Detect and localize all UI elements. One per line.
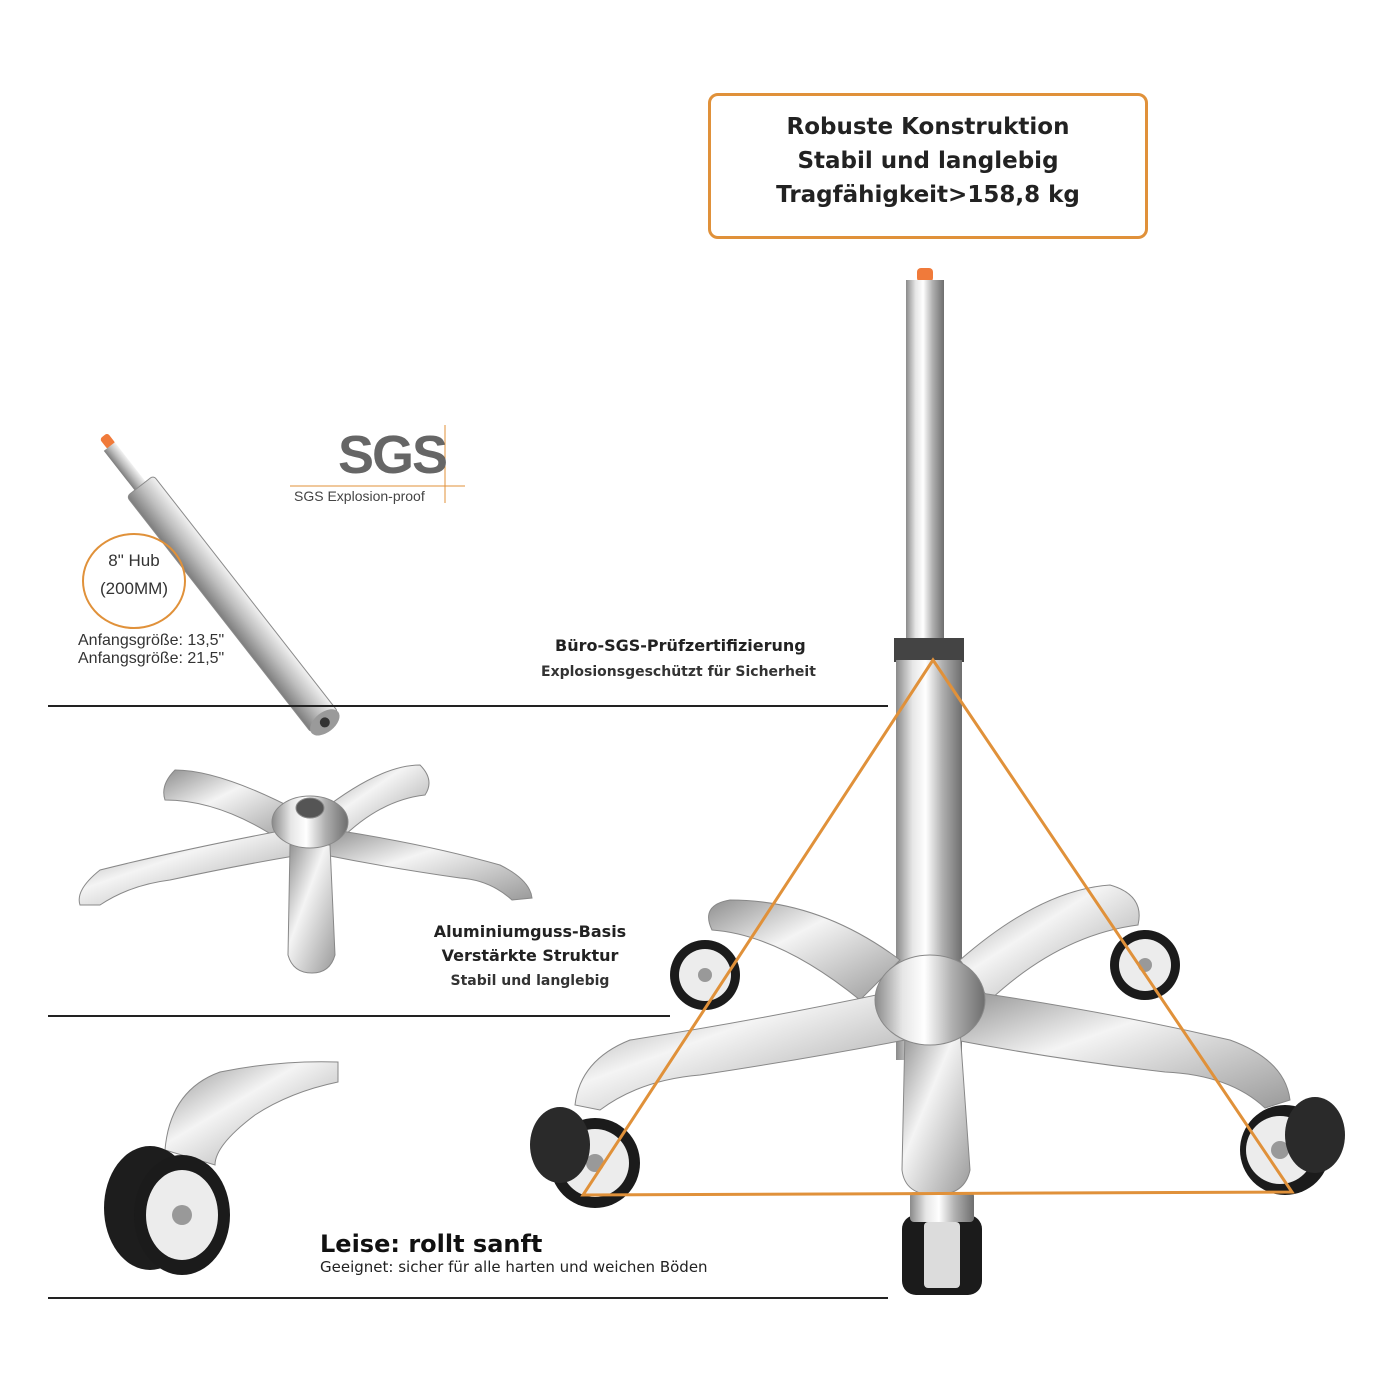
divider-1 xyxy=(48,705,888,707)
wheels-subtitle: Geeignet: sicher für alle harten und wei… xyxy=(320,1258,708,1276)
stroke-value: 8" Hub xyxy=(108,551,160,570)
feature-title: Robuste Konstruktion xyxy=(786,114,1070,140)
stroke-badge: 8" Hub (200MM) xyxy=(82,533,186,629)
gas-lift-detail xyxy=(100,425,465,736)
feature-line-3: Tragfähigkeit>158,8 kg xyxy=(776,182,1080,208)
feature-box: Robuste Konstruktion Stabil und langlebi… xyxy=(708,93,1148,239)
divider-3 xyxy=(48,1297,888,1299)
base-detail xyxy=(78,764,533,974)
gas-lift-piston xyxy=(894,268,964,1060)
cert-title: Büro-SGS-Prüfzertifizierung xyxy=(555,636,806,655)
stability-triangle xyxy=(580,657,1295,1197)
caster-left-front xyxy=(530,1107,640,1208)
size-line-2: Anfangsgröße: 21,5" xyxy=(78,650,225,667)
base-title: Aluminiumguss-Basis xyxy=(433,922,627,941)
feature-line-2: Stabil und langlebig xyxy=(797,148,1059,174)
caster-wheels xyxy=(530,930,1345,1295)
wheels-title: Leise: rollt sanft xyxy=(320,1230,543,1258)
divider-2 xyxy=(48,1015,670,1017)
caster-right-front xyxy=(1240,1097,1345,1195)
caster-center-front xyxy=(902,1192,982,1295)
star-base xyxy=(574,884,1291,1196)
caster-detail xyxy=(104,1061,339,1275)
sgs-subtitle: SGS Explosion-proof xyxy=(294,488,425,504)
sgs-logo: SGS xyxy=(338,425,448,485)
size-info: Anfangsgröße: 13,5" Anfangsgröße: 21,5" xyxy=(78,632,224,668)
base-line-2: Verstärkte Struktur xyxy=(441,946,619,965)
base-line-3: Stabil und langlebig xyxy=(450,973,610,989)
stroke-metric: (200MM) xyxy=(99,579,168,598)
caster-left-back xyxy=(670,940,740,1010)
size-line-1: Anfangsgröße: 13,5" xyxy=(78,632,225,649)
cert-subtitle: Explosionsgeschützt für Sicherheit xyxy=(541,664,816,680)
